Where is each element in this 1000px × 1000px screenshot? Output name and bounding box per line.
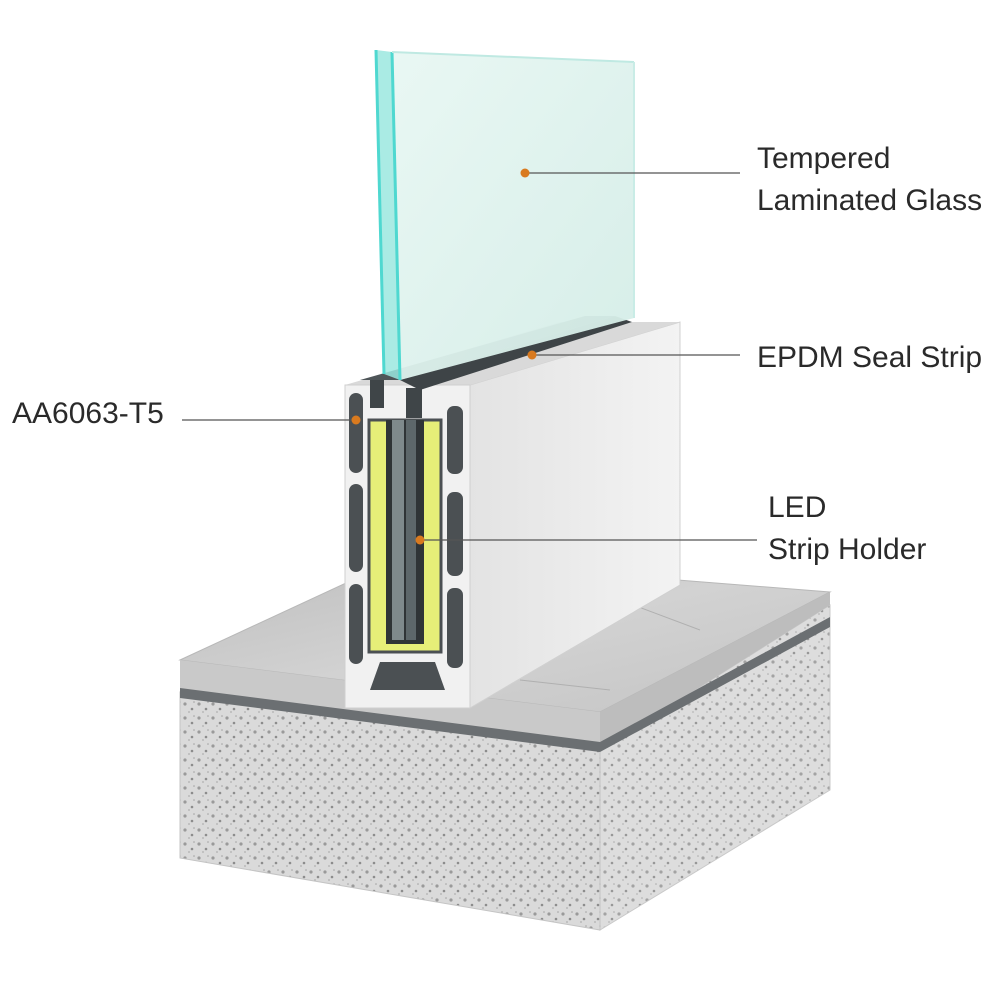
seal-leader-dot <box>527 350 537 360</box>
concrete-base <box>179 604 831 931</box>
alloy-leader-dot <box>351 415 361 425</box>
led-leader-dot <box>415 535 425 545</box>
led-strip-holder-label: LED Strip Holder <box>768 491 927 566</box>
epdm-seal-strip-label: EPDM Seal Strip <box>757 341 983 374</box>
glass-leader-dot <box>520 168 530 178</box>
led-strip-holder <box>367 418 443 654</box>
aluminum-profile <box>344 321 681 709</box>
tempered-laminated-glass-label: Tempered Laminated Glass <box>757 142 983 217</box>
laminated-glass-panel <box>374 49 635 381</box>
aluminum-alloy-label: AA6063-T5 <box>12 397 164 430</box>
callout-leaders <box>182 168 757 545</box>
